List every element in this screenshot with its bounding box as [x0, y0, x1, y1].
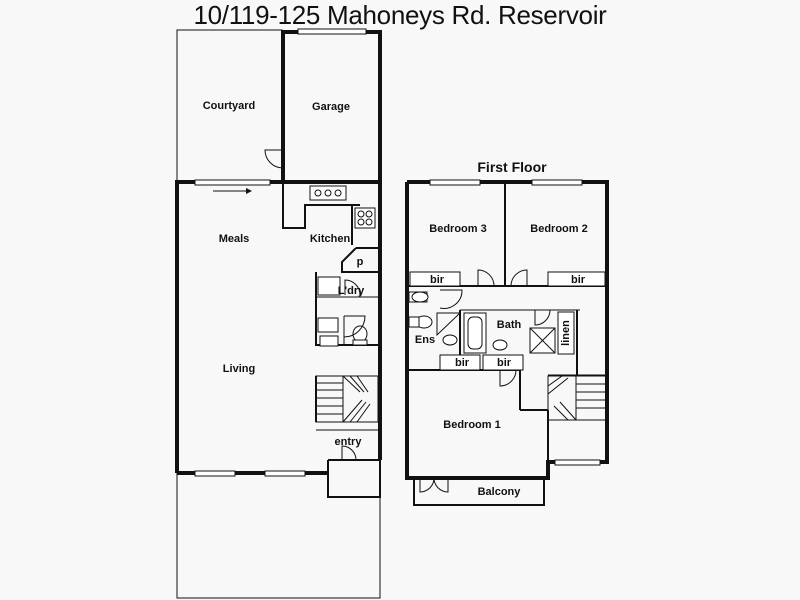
- ground-floor: Courtyard Garage Meals Kitchen p L'dry L…: [175, 28, 382, 599]
- linen-label: linen: [560, 320, 572, 346]
- balcony-label: Balcony: [478, 486, 522, 498]
- laundry-door: [344, 279, 361, 296]
- kitchen-sink: [309, 185, 347, 201]
- garage-door: [297, 28, 367, 35]
- garage-label: Garage: [312, 101, 350, 113]
- bir-bedroom3: [409, 271, 461, 287]
- courtyard-label: Courtyard: [203, 100, 256, 112]
- meals-label: Meals: [219, 233, 250, 245]
- bedroom2-window: [531, 179, 583, 186]
- entry-label: entry: [335, 436, 363, 448]
- balcony-outline: [413, 478, 545, 506]
- pantry-label: p: [357, 256, 364, 268]
- entry-porch: [327, 460, 381, 498]
- bir-mid1-label: bir: [455, 357, 470, 369]
- balcony-door-right: [433, 477, 449, 493]
- linen-cupboard: [557, 311, 575, 355]
- laundry-label: L'dry: [338, 285, 365, 297]
- sliding-door-arrowhead: [246, 188, 252, 194]
- bir-bedroom1-left: [439, 354, 481, 371]
- plan-title: 10/119-125 Mahoneys Rd. Reservoir: [193, 0, 607, 30]
- bedroom1-label: Bedroom 1: [443, 419, 500, 431]
- pantry-walls: [341, 247, 380, 273]
- bir-right-label: bir: [571, 274, 586, 286]
- bir-mid2-label: bir: [497, 357, 512, 369]
- living-label: Living: [223, 363, 255, 375]
- living-window-1: [194, 470, 236, 477]
- garage-side-door: [264, 149, 284, 169]
- bedroom3-label: Bedroom 3: [429, 223, 486, 235]
- cooktop: [354, 207, 376, 229]
- bedroom3-window: [429, 179, 481, 186]
- bir-bedroom2: [547, 271, 606, 287]
- bir-bedroom1-right: [482, 354, 524, 371]
- living-window-2: [264, 470, 306, 477]
- bedroom2-label: Bedroom 2: [530, 223, 587, 235]
- bathtub: [463, 312, 487, 354]
- kitchen-bench: [282, 184, 360, 229]
- ground-floor-walls: [175, 180, 382, 473]
- laundry-trough: [317, 276, 341, 296]
- kitchen-label: Kitchen: [310, 233, 351, 245]
- ens-label: Ens: [415, 334, 435, 346]
- bedroom2-door: [510, 269, 528, 287]
- balcony-door-left: [419, 477, 435, 493]
- stair-window: [554, 459, 601, 466]
- first-floor-heading: First Floor: [477, 159, 547, 175]
- bath-label: Bath: [497, 319, 522, 331]
- meals-window: [194, 179, 271, 186]
- front-door: [341, 445, 357, 461]
- bedroom3-door: [477, 269, 495, 287]
- backyard-outline: [176, 473, 381, 599]
- first-floor: First Floor: [405, 159, 609, 506]
- first-floor-stairs: [547, 375, 607, 421]
- bir-left-label: bir: [430, 274, 445, 286]
